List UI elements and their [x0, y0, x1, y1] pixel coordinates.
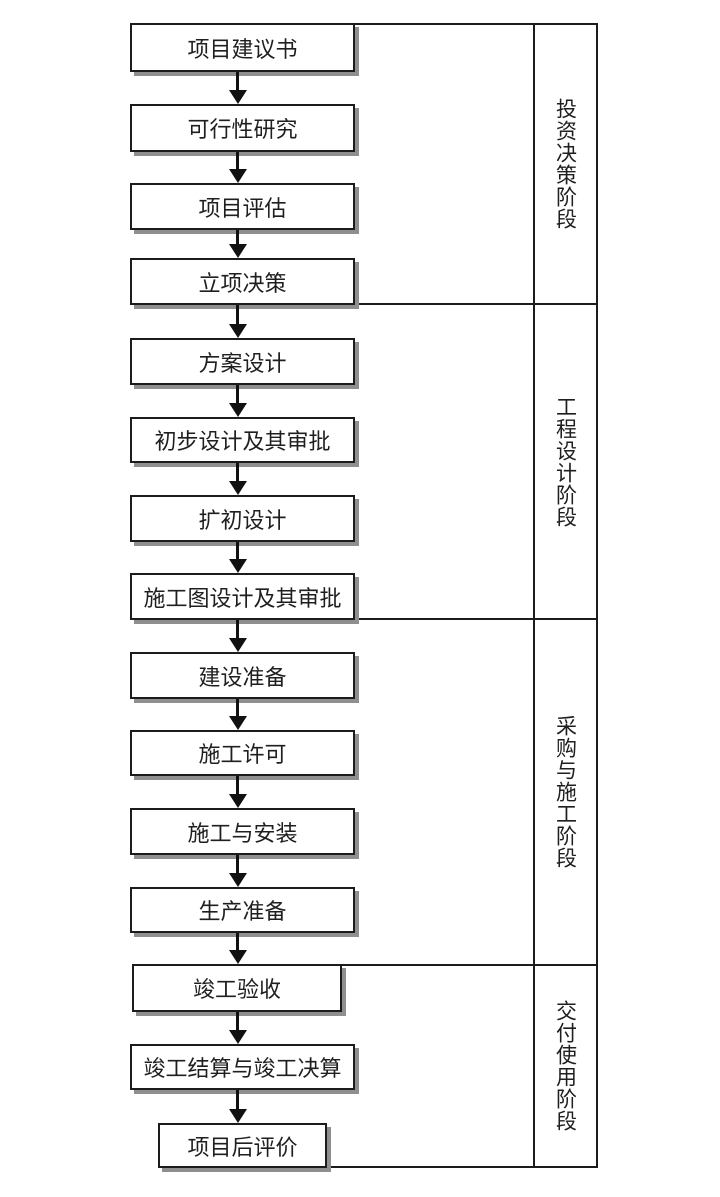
arrow-down-icon: [229, 463, 247, 495]
arrow-down-icon: [229, 230, 247, 258]
flow-box-expanded-design: 扩初设计: [130, 495, 355, 542]
flow-box-label: 项目建议书: [187, 36, 298, 62]
flow-box-label: 建设准备: [198, 664, 287, 690]
flow-box-label: 施工许可: [198, 742, 287, 767]
flow-box-post-project-evaluation: 项目后评价: [158, 1123, 327, 1168]
flow-box-label: 施工图设计及其审批: [143, 585, 342, 611]
phase-label-investment-decision: 投资决策阶段: [553, 98, 578, 230]
flow-box-label: 竣工验收: [192, 977, 281, 1002]
arrow-down-icon: [229, 1012, 247, 1044]
arrow-down-icon: [229, 933, 247, 964]
phase-label-procurement-construction: 采购与施工阶段: [553, 715, 578, 869]
arrow-down-icon: [229, 1090, 247, 1123]
arrow-down-icon: [229, 152, 247, 183]
arrow-down-icon: [229, 542, 247, 573]
flow-box-completion-settlement: 竣工结算与竣工决算: [130, 1044, 355, 1090]
arrow-down-icon: [229, 72, 247, 104]
flow-box-construction-permit: 施工许可: [130, 730, 355, 776]
flow-box-approval-decision: 立项决策: [130, 258, 355, 305]
arrow-down-icon: [229, 699, 247, 730]
phase-column-right-border: [596, 23, 598, 1168]
arrow-down-icon: [229, 776, 247, 808]
flow-box-label: 扩初设计: [198, 507, 287, 533]
flow-box-feasibility-study: 可行性研究: [130, 104, 355, 152]
section-line-1: [130, 303, 598, 305]
flow-box-label: 施工与安装: [187, 820, 298, 846]
section-line-bottom: [158, 1166, 598, 1168]
flow-box-label: 项目评估: [198, 195, 287, 221]
flow-box-construction-preparation: 建设准备: [130, 652, 355, 699]
arrow-down-icon: [229, 855, 247, 887]
flow-box-project-proposal: 项目建议书: [130, 23, 355, 72]
arrow-down-icon: [229, 620, 247, 652]
flow-box-scheme-design: 方案设计: [130, 338, 355, 385]
arrow-down-icon: [229, 385, 247, 417]
flow-box-construction-drawing-design: 施工图设计及其审批: [130, 573, 355, 620]
phase-column-left-border: [533, 23, 535, 1168]
flow-box-project-evaluation: 项目评估: [130, 183, 355, 230]
section-line-3: [132, 964, 598, 966]
flow-box-label: 生产准备: [198, 899, 287, 924]
phase-label-delivery-use: 交付使用阶段: [553, 1000, 578, 1132]
flow-box-label: 竣工结算与竣工决算: [143, 1056, 342, 1081]
flow-box-label: 立项决策: [198, 270, 287, 296]
flow-box-production-preparation: 生产准备: [130, 887, 355, 933]
flow-box-label: 项目后评价: [187, 1134, 298, 1160]
flow-box-label: 可行性研究: [187, 117, 298, 142]
flow-box-label: 初步设计及其审批: [154, 429, 331, 454]
flow-box-completion-acceptance: 竣工验收: [132, 964, 342, 1012]
section-line-2: [130, 618, 598, 620]
flow-box-preliminary-design: 初步设计及其审批: [130, 417, 355, 463]
arrow-down-icon: [229, 305, 247, 338]
section-line-top: [130, 23, 598, 25]
flow-box-label: 方案设计: [198, 350, 287, 376]
flow-box-construction-installation: 施工与安装: [130, 808, 355, 855]
phase-label-engineering-design: 工程设计阶段: [553, 395, 578, 528]
